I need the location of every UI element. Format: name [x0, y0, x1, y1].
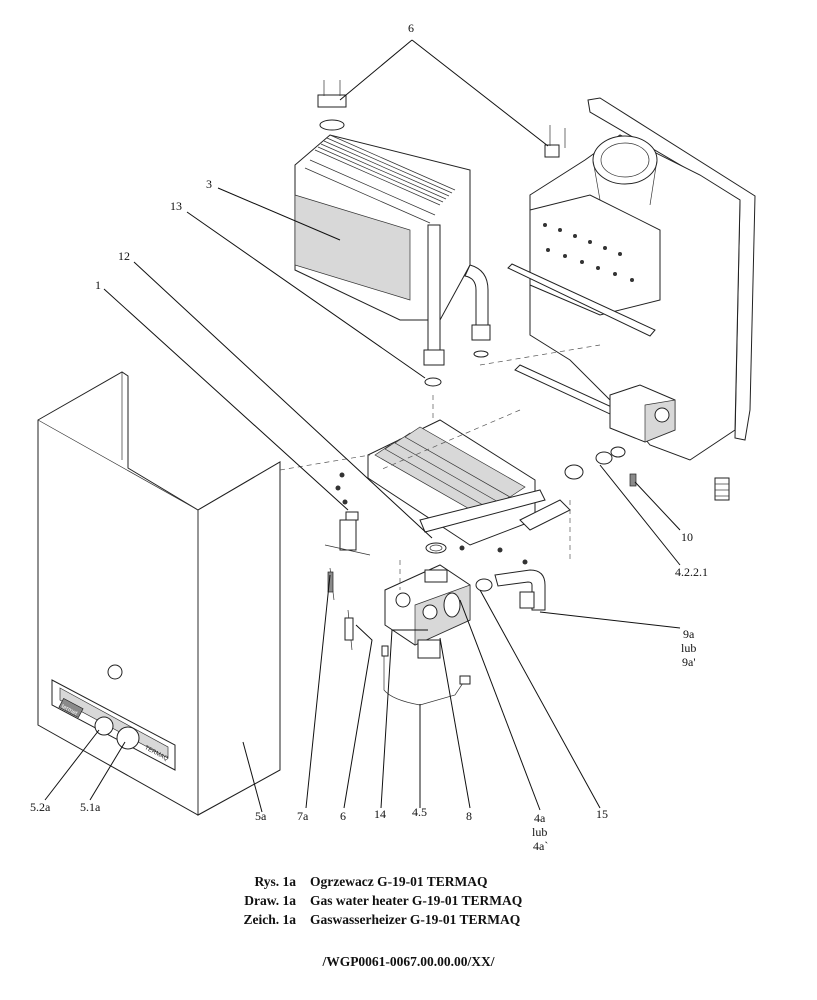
- callout-6-top: 6: [408, 21, 414, 35]
- caption-prefix: Rys. 1a: [254, 874, 296, 889]
- callout-13: 13: [170, 199, 182, 213]
- callout-4a-line2: lub: [532, 825, 547, 839]
- callout-5a: 5a: [255, 809, 267, 823]
- burner: [335, 419, 626, 565]
- callout-5-1a: 5.1a: [80, 800, 101, 814]
- callout-9a: 9a lub 9a': [681, 627, 699, 669]
- callout-labels: 6 3 13 12 1 10 4.2.2.1 9a lub 9a' 5.2a 5…: [30, 21, 708, 853]
- caption-text: Gas water heater G-19-01 TERMAQ: [310, 893, 523, 908]
- caption-row-english: Draw. 1a Gas water heater G-19-01 TERMAQ: [0, 891, 817, 910]
- callout-4-5: 4.5: [412, 805, 427, 819]
- callout-4-2-2-1: 4.2.2.1: [675, 565, 708, 579]
- callout-14: 14: [374, 807, 386, 821]
- callout-4a-line3: 4a`: [533, 839, 548, 853]
- callout-9a-line3: 9a': [682, 655, 696, 669]
- caption-text: Ogrzewacz G-19-01 TERMAQ: [310, 874, 488, 889]
- front-casing: termet TERMAQ: [37, 371, 281, 816]
- callout-9a-line2: lub: [681, 641, 696, 655]
- frame-back-plate: [507, 97, 756, 501]
- caption-text: Gaswasserheizer G-19-01 TERMAQ: [310, 912, 521, 927]
- callout-10: 10: [681, 530, 693, 544]
- caption-prefix: Draw. 1a: [244, 893, 296, 908]
- callout-3: 3: [206, 177, 212, 191]
- callout-15: 15: [596, 807, 608, 821]
- figure-caption: Rys. 1a Ogrzewacz G-19-01 TERMAQ Draw. 1…: [0, 872, 817, 929]
- callout-4a-line1: 4a: [534, 811, 546, 825]
- exploded-view-drawing: termet TERMAQ 6 3 13 12: [30, 21, 756, 853]
- drawing-number: /WGP0061-0067.00.00.00/XX/: [322, 954, 495, 969]
- callout-5-2a: 5.2a: [30, 800, 51, 814]
- callout-4a: 4a lub 4a`: [532, 811, 550, 853]
- callout-7a: 7a: [297, 809, 309, 823]
- callout-9a-line1: 9a: [683, 627, 695, 641]
- callout-1: 1: [95, 278, 101, 292]
- heat-exchanger: [294, 80, 566, 387]
- caption-row-german: Zeich. 1a Gaswasserheizer G-19-01 TERMAQ: [0, 910, 817, 929]
- callout-12: 12: [118, 249, 130, 263]
- gas-valve-assembly: [324, 511, 546, 706]
- callout-6-bottom: 6: [340, 809, 346, 823]
- callout-8: 8: [466, 809, 472, 823]
- assembly-guide-lines: [279, 344, 601, 590]
- leader-lines: [44, 39, 681, 813]
- caption-prefix: Zeich. 1a: [243, 912, 297, 927]
- caption-row-polish: Rys. 1a Ogrzewacz G-19-01 TERMAQ: [0, 872, 817, 891]
